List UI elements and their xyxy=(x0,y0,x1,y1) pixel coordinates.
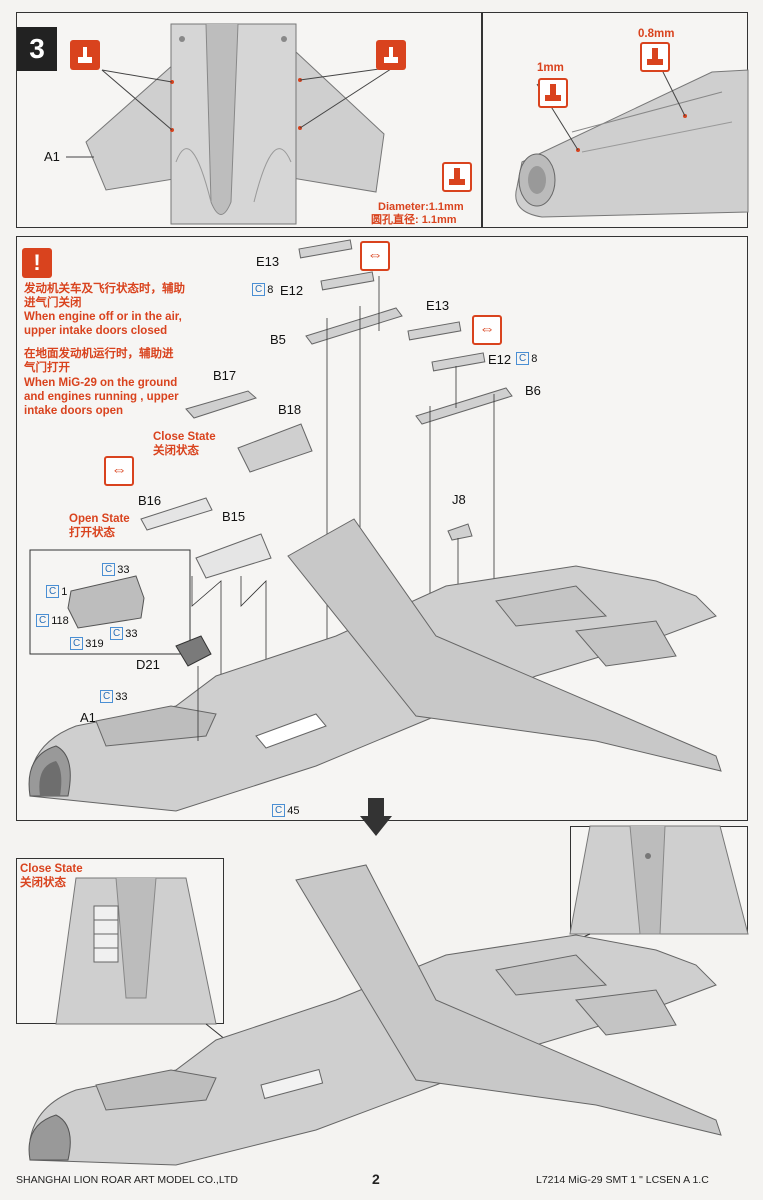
fuselage-assembly-drawing xyxy=(28,239,722,836)
double-arrow-icon: ⇔ xyxy=(360,241,390,271)
diameter-en: Diameter:1.1mm xyxy=(378,201,464,213)
note-open-en: When MiG-29 on the ground and engines ru… xyxy=(24,377,179,417)
part-label-b18: B18 xyxy=(278,402,302,417)
note-closed-cn: 发动机关车及飞行状态时，辅助 进气门关闭 xyxy=(24,283,185,309)
part-label-d21: D21 xyxy=(136,657,160,672)
footer-company: SHANGHAI LION ROAR ART MODEL CO.,LTD xyxy=(16,1174,238,1186)
drill-icon xyxy=(538,78,568,108)
part-label-e12: E12 xyxy=(488,352,512,367)
part-label-a1: A1 xyxy=(80,710,96,725)
footer-page-number: 2 xyxy=(372,1171,380,1187)
lower-close-state-cn: 关闭状态 xyxy=(20,877,66,889)
part-label-b6: B6 xyxy=(525,383,541,398)
double-arrow-icon: ⇔ xyxy=(104,456,134,486)
nose-intake-drawing xyxy=(515,49,749,218)
dim-1mm: 1mm xyxy=(537,62,564,74)
completed-assembly-drawing xyxy=(28,864,722,1166)
drill-icon xyxy=(376,40,406,70)
warning-icon: ! xyxy=(22,248,52,278)
detail-drawing xyxy=(459,825,749,992)
part-label-b5: B5 xyxy=(270,332,286,347)
part-label-e13: E13 xyxy=(256,254,280,269)
part-label-b17: B17 xyxy=(213,368,237,383)
step-number: 3 xyxy=(17,27,57,71)
part-label-b15: B15 xyxy=(222,509,246,524)
close-state-detail-drawing xyxy=(55,877,287,1089)
close-state-en: Close State xyxy=(153,431,216,443)
footer-product: L7214 MiG-29 SMT 1 " LCSEN A 1.C xyxy=(536,1174,709,1186)
open-state-en: Open State xyxy=(69,513,130,525)
open-state-cn: 打开状态 xyxy=(69,527,115,539)
drill-icon xyxy=(70,40,100,70)
step-arrow-icon xyxy=(360,798,392,836)
lower-close-state-en: Close State xyxy=(20,863,83,875)
part-label-e12: E12 xyxy=(280,283,304,298)
dim-0-8mm: 0.8mm xyxy=(638,28,675,40)
drill-icon xyxy=(442,162,472,192)
wing-tail-drawing xyxy=(66,23,395,225)
double-arrow-icon: ⇔ xyxy=(472,315,502,345)
drill-icon xyxy=(640,42,670,72)
part-label-b16: B16 xyxy=(138,493,162,508)
part-label-e13: E13 xyxy=(426,298,450,313)
close-state-cn: 关闭状态 xyxy=(153,445,199,457)
part-label-a1-top: A1 xyxy=(44,149,60,164)
note-closed-en: When engine off or in the air, upper int… xyxy=(24,311,182,337)
diameter-cn: 圆孔直径: 1.1mm xyxy=(371,214,457,226)
note-open-cn: 在地面发动机运行时，辅助进 气门打开 xyxy=(24,348,174,374)
part-label-j8: J8 xyxy=(452,492,466,507)
